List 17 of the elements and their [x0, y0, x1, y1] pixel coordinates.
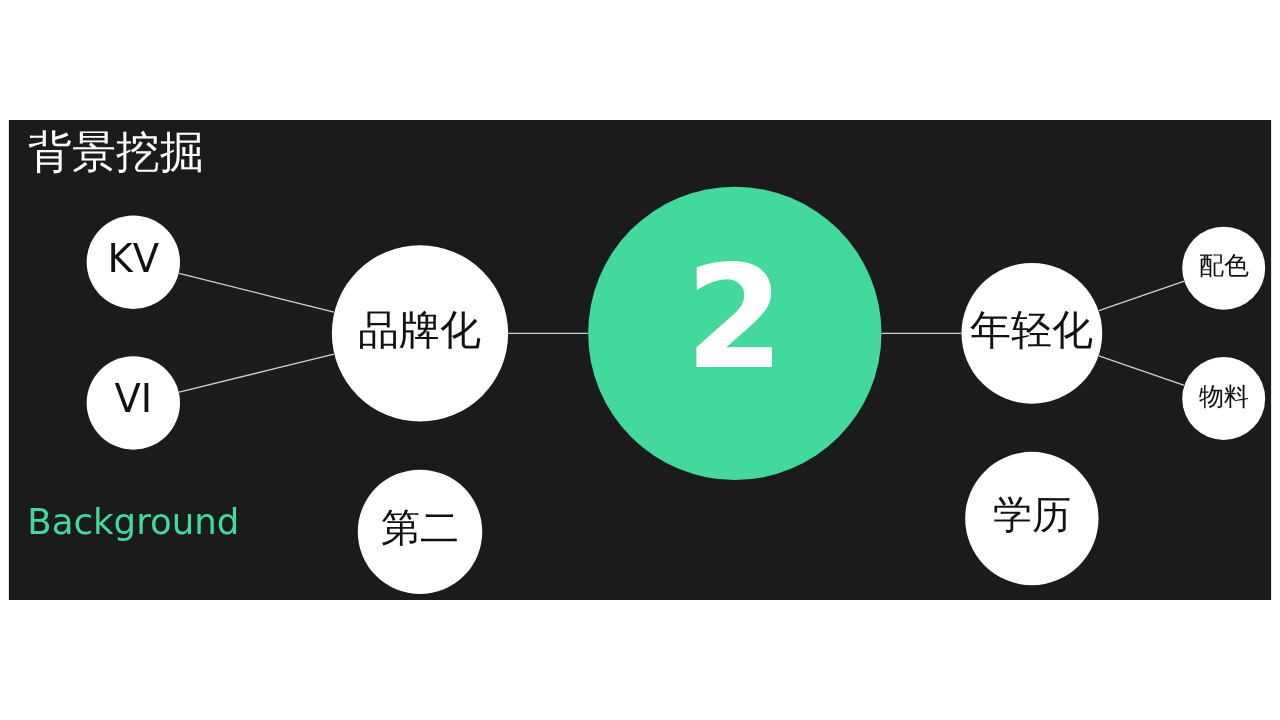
connector	[880, 332, 962, 334]
node-circle: 物料	[1182, 357, 1266, 440]
node-circle: 第二	[357, 469, 483, 595]
node-circle: VI	[86, 356, 180, 450]
node-circle: 品牌化	[331, 245, 509, 422]
diagram-title: 背景挖掘	[28, 126, 205, 178]
node-circle: KV	[86, 215, 180, 309]
node-circle: 学历	[965, 451, 1099, 586]
connector	[1098, 355, 1185, 387]
label: Background	[27, 500, 240, 542]
node-circle: 2	[588, 186, 882, 480]
node-circle: 年轻化	[961, 262, 1103, 404]
connector	[1098, 280, 1185, 312]
connector	[178, 353, 335, 393]
node-circle: 配色	[1182, 226, 1266, 310]
connector	[178, 272, 335, 313]
connector	[507, 332, 589, 334]
